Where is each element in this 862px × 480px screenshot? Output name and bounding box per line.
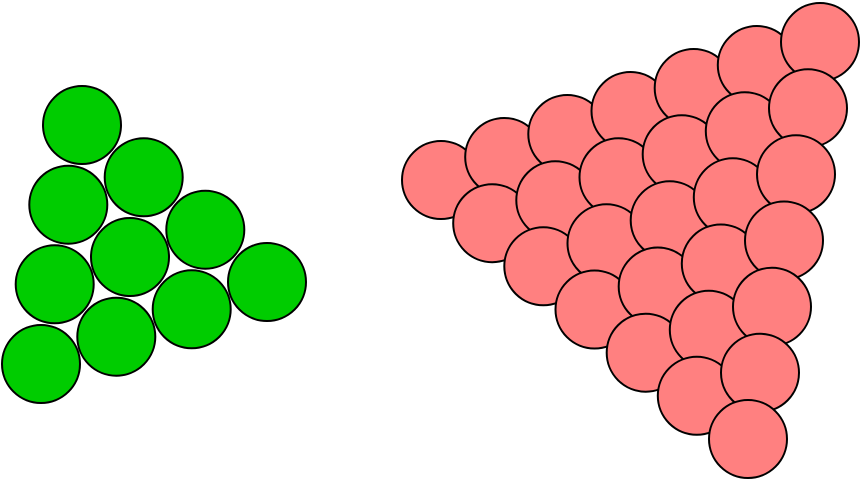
green-circle bbox=[14, 244, 95, 325]
pink-circle bbox=[744, 200, 824, 281]
green-circle bbox=[151, 269, 232, 350]
green-circle bbox=[1, 324, 81, 404]
green-circle-triangle bbox=[1, 85, 307, 404]
pink-circle bbox=[720, 332, 800, 413]
green-circle bbox=[76, 296, 157, 377]
green-circle bbox=[42, 85, 122, 165]
pink-circle-triangle bbox=[401, 2, 860, 479]
green-circle bbox=[28, 164, 109, 245]
pink-circle bbox=[708, 399, 788, 479]
green-circle bbox=[227, 242, 307, 322]
green-circle bbox=[90, 217, 170, 297]
pink-circle bbox=[756, 134, 836, 215]
green-circle bbox=[165, 189, 246, 270]
pink-circle bbox=[732, 266, 812, 347]
green-circle bbox=[103, 137, 184, 218]
pink-circle bbox=[768, 68, 848, 149]
pink-circle bbox=[780, 2, 860, 82]
